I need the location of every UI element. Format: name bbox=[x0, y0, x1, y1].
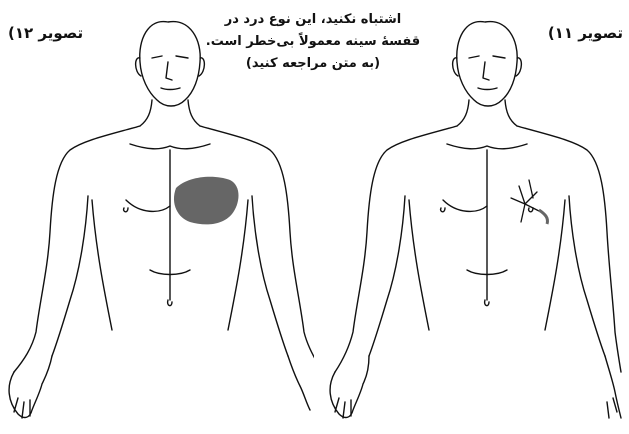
figure-11-caption: تصویر ۱۱) bbox=[548, 24, 623, 43]
note-line-2: قفسهٔ سینه معمولاً بی‌خطر است. bbox=[188, 31, 438, 53]
note-line-3: (به متن مراجعه کنید) bbox=[188, 53, 438, 75]
note-line-1: اشتباه نکنید، این نوع درد در bbox=[188, 9, 438, 31]
warning-note: اشتباه نکنید، این نوع درد در قفسهٔ سینه … bbox=[188, 9, 438, 75]
figure-12-caption: تصویر ۱۲) bbox=[8, 24, 83, 43]
